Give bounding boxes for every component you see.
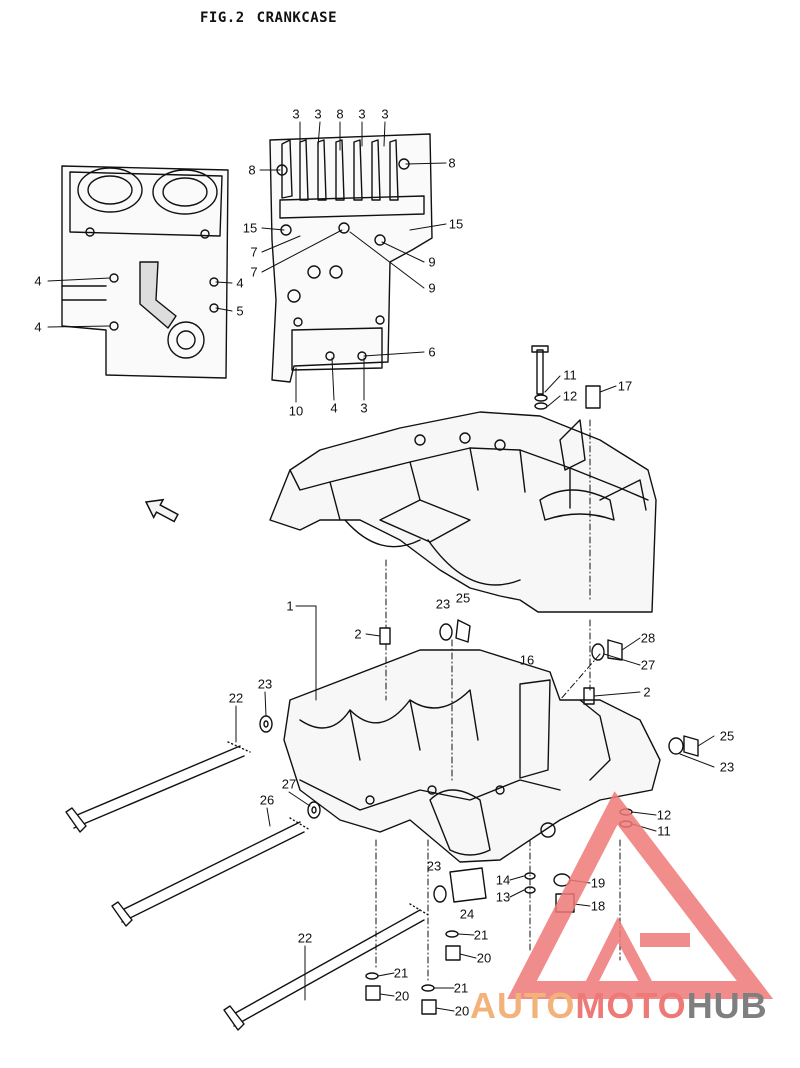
part-callout-25: 25 bbox=[719, 728, 735, 744]
part-callout-28: 28 bbox=[640, 630, 656, 646]
part-callout-8: 8 bbox=[448, 155, 456, 171]
part-callout-14: 14 bbox=[495, 872, 511, 888]
part-callout-3: 3 bbox=[314, 106, 322, 122]
part-callout-4: 4 bbox=[330, 400, 338, 416]
part-callout-20: 20 bbox=[476, 950, 492, 966]
part-callout-11: 11 bbox=[563, 367, 577, 383]
part-callout-3: 3 bbox=[292, 106, 300, 122]
front-direction-arrow-icon bbox=[144, 498, 179, 523]
watermark-hub: HUB bbox=[686, 985, 768, 1026]
figure-number: FIG.2 bbox=[200, 10, 245, 26]
part-callout-21: 21 bbox=[393, 965, 409, 981]
part-callout-3: 3 bbox=[358, 106, 366, 122]
part-callout-27: 27 bbox=[281, 776, 297, 792]
part-callout-21: 21 bbox=[473, 927, 489, 943]
lower-crankcase-half bbox=[283, 649, 661, 863]
part-callout-23: 23 bbox=[435, 596, 451, 612]
automotohub-logo-mark bbox=[507, 791, 774, 999]
part-callout-20: 20 bbox=[394, 988, 410, 1004]
part-callout-21: 21 bbox=[453, 980, 469, 996]
part-callout-27: 27 bbox=[640, 657, 656, 673]
part-callout-7: 7 bbox=[250, 244, 258, 260]
part-callout-22: 22 bbox=[297, 930, 313, 946]
part-callout-17: 17 bbox=[617, 378, 633, 394]
part-callout-7: 7 bbox=[250, 264, 258, 280]
upper-crankcase-top-view bbox=[61, 165, 229, 379]
part-callout-8: 8 bbox=[336, 106, 344, 122]
part-callout-19: 19 bbox=[590, 875, 606, 891]
part-callout-9: 9 bbox=[428, 254, 436, 270]
part-callout-11: 11 bbox=[657, 823, 671, 839]
part-callout-2: 2 bbox=[354, 626, 362, 642]
upper-crankcase-bottom-view bbox=[269, 133, 433, 383]
part-callout-4: 4 bbox=[34, 319, 42, 335]
figure-name: CRANKCASE bbox=[256, 10, 338, 26]
part-callout-5: 5 bbox=[236, 303, 244, 319]
part-callout-2: 2 bbox=[643, 684, 651, 700]
watermark-auto: AUTO bbox=[470, 985, 576, 1026]
part-callout-15: 15 bbox=[242, 220, 258, 236]
part-callout-15: 15 bbox=[448, 216, 464, 232]
figure-title: FIG.2 CRANKCASE bbox=[200, 10, 349, 26]
automotohub-watermark: AUTOMOTOHUB bbox=[470, 985, 768, 1027]
part-callout-23: 23 bbox=[719, 759, 735, 775]
part-callout-12: 12 bbox=[656, 807, 672, 823]
part-callout-25: 25 bbox=[455, 590, 471, 606]
part-callout-3: 3 bbox=[381, 106, 389, 122]
part-callout-8: 8 bbox=[248, 162, 256, 178]
part-callout-26: 26 bbox=[259, 792, 275, 808]
part-callout-12: 12 bbox=[562, 388, 578, 404]
part-callout-4: 4 bbox=[236, 275, 244, 291]
part-callout-10: 10 bbox=[288, 403, 304, 419]
part-callout-1: 1 bbox=[286, 598, 294, 614]
part-callout-9: 9 bbox=[428, 280, 436, 296]
part-callout-18: 18 bbox=[590, 898, 606, 914]
part-callout-24: 24 bbox=[459, 906, 475, 922]
part-callout-4: 4 bbox=[34, 273, 42, 289]
part-callout-23: 23 bbox=[426, 858, 442, 874]
part-callout-16: 16 bbox=[519, 652, 535, 668]
long-bolts bbox=[65, 741, 431, 1031]
part-callout-22: 22 bbox=[228, 690, 244, 706]
part-callout-20: 20 bbox=[454, 1003, 470, 1019]
part-callout-6: 6 bbox=[428, 344, 436, 360]
part-callout-23: 23 bbox=[257, 676, 273, 692]
part-callout-3: 3 bbox=[360, 400, 368, 416]
watermark-moto: MOTO bbox=[575, 985, 687, 1026]
part-callout-13: 13 bbox=[495, 889, 511, 905]
upper-crankcase-half bbox=[269, 411, 657, 613]
